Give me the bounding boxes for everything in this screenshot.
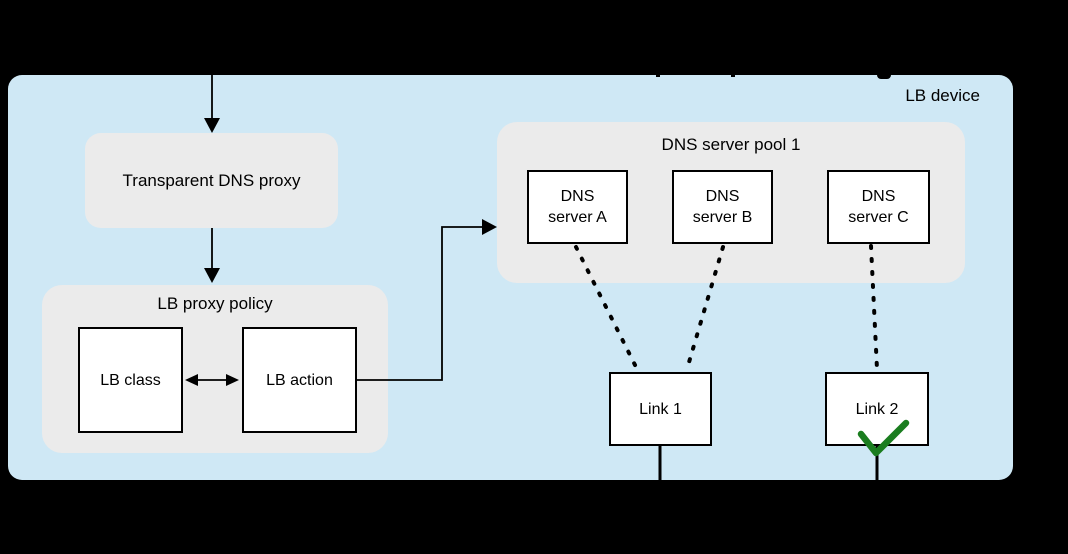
link-1-label: Link 1	[639, 400, 682, 418]
dns-server-b-label-line1: DNS	[705, 188, 740, 205]
transparent-dns-proxy-label: Transparent DNS proxy	[122, 170, 301, 190]
dns-server-c-label-line2: server C	[848, 209, 909, 226]
clipped-text-artifact	[877, 71, 891, 79]
link-1-node: Link 1	[609, 372, 712, 446]
lb-class-label: LB class	[100, 371, 161, 389]
lb-action-node: LB action	[242, 327, 357, 433]
dns-server-a-node: DNS server A	[527, 170, 628, 244]
lb-device-label: LB device	[905, 86, 980, 105]
dns-server-c-node: DNS server C	[827, 170, 930, 244]
dns-server-a-label-line2: server A	[548, 209, 607, 226]
clipped-text-artifact	[731, 73, 735, 77]
lb-action-label: LB action	[266, 371, 333, 389]
dns-server-c-label-line1: DNS	[861, 188, 896, 205]
lb-proxy-policy-title: LB proxy policy	[157, 294, 273, 313]
dns-server-b-node: DNS server B	[672, 170, 773, 244]
clipped-text-artifact	[656, 73, 660, 77]
link-2-label: Link 2	[855, 400, 899, 418]
dns-server-b-label-line2: server B	[692, 209, 753, 226]
dns-server-a-label-line1: DNS	[560, 188, 595, 205]
dns-server-pool-title: DNS server pool 1	[661, 135, 801, 154]
link-2-node: Link 2	[825, 372, 929, 446]
lb-class-node: LB class	[78, 327, 183, 433]
transparent-dns-proxy-box: Transparent DNS proxy	[85, 133, 338, 228]
